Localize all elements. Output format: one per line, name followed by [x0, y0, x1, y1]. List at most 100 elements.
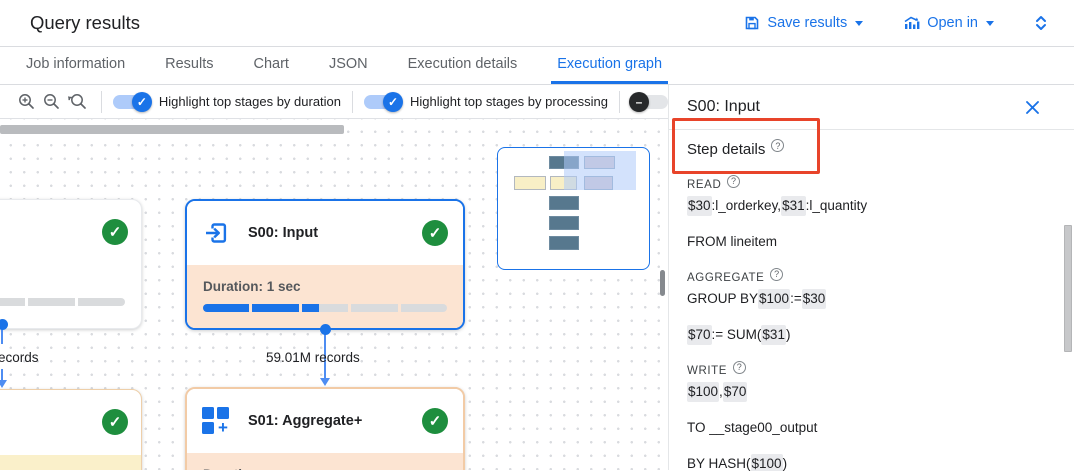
zoom-reset-icon — [68, 94, 87, 109]
step-details-panel: S00: Input Step details ? READ?$30:l_ord… — [668, 85, 1074, 471]
tab-execution-details[interactable]: Execution details — [407, 56, 518, 72]
edge-records-label-cut: ecords — [0, 350, 39, 365]
stage-duration-label: Duration: 1 sec — [203, 279, 301, 294]
execution-graph-canvas[interactable]: ✓ S00: Input ✓ Duration: 1 sec 59.01M re… — [0, 119, 668, 470]
variable-token: $100 — [687, 382, 720, 402]
tab-execution-graph[interactable]: Execution graph — [551, 47, 669, 84]
step-text: GROUP BY — [687, 291, 759, 306]
step-section-text: FROM lineitem — [687, 232, 1054, 252]
open-in-button[interactable]: Open in — [903, 15, 994, 31]
step-text: FROM lineitem — [687, 234, 778, 249]
help-icon[interactable]: ? — [770, 267, 784, 281]
check-icon: ✓ — [131, 91, 152, 112]
results-tabbar: Job information Results Chart JSON Execu… — [0, 47, 1074, 85]
variable-token: $30 — [687, 196, 712, 216]
stage-node-s00[interactable]: S00: Input ✓ Duration: 1 sec — [185, 199, 465, 330]
variable-token: $70 — [687, 325, 712, 345]
graph-vertical-scrollbar[interactable] — [660, 270, 665, 296]
chart-icon — [904, 16, 920, 29]
tab-json[interactable]: JSON — [328, 56, 368, 72]
horizontal-scrollbar[interactable] — [0, 125, 344, 134]
edge-arrowhead — [0, 380, 7, 388]
step-text: ) — [785, 327, 791, 342]
panel-scrollbar[interactable] — [1064, 225, 1072, 352]
step-text: :l_orderkey, — [711, 198, 782, 213]
step-text: ) — [782, 456, 788, 471]
zoom-reset-button[interactable] — [65, 89, 90, 115]
zoom-in-icon — [19, 94, 35, 109]
panel-title: S00: Input — [687, 98, 760, 115]
minimap-node — [549, 196, 579, 210]
step-section-text: BY HASH($100) — [687, 454, 1054, 471]
toolbar-divider — [619, 90, 620, 113]
variable-token: $31 — [761, 325, 786, 345]
success-check-icon: ✓ — [422, 220, 448, 246]
edge-line — [324, 333, 326, 373]
edge-records-label: 59.01M records — [266, 350, 360, 365]
edge-source-dot — [319, 324, 331, 335]
help-icon[interactable]: ? — [733, 360, 747, 374]
toggle-third[interactable]: – — [628, 91, 668, 112]
variable-token: $100 — [758, 289, 791, 309]
edge-line — [1, 369, 3, 380]
save-results-button[interactable]: Save results — [744, 15, 864, 31]
step-text: := SUM( — [711, 327, 762, 342]
tab-job-information[interactable]: Job information — [26, 56, 126, 72]
input-stage-icon — [206, 223, 227, 243]
save-results-label: Save results — [767, 15, 848, 31]
step-text: :l_quantity — [805, 198, 868, 213]
stage-duration-label: Duration: — [203, 467, 447, 470]
step-section-label: WRITE? — [687, 360, 1054, 381]
step-section-text: GROUP BY $100 := $30 — [687, 289, 1054, 309]
stage-progress-bar — [0, 298, 125, 306]
success-check-icon: ✓ — [102, 219, 128, 245]
variable-token: $30 — [801, 289, 827, 309]
open-in-label: Open in — [927, 15, 978, 31]
toggle-processing-label: Highlight top stages by processing — [410, 94, 609, 109]
expand-collapse-button[interactable] — [1034, 14, 1048, 32]
aggregate-stage-icon: + — [202, 407, 230, 436]
edge-source-dot — [0, 319, 8, 330]
minimap-node — [514, 176, 546, 190]
graph-toolbar: ✓ Highlight top stages by duration ✓ Hig… — [0, 85, 668, 119]
unfold-icon — [1036, 16, 1046, 30]
zoom-out-button[interactable] — [39, 89, 64, 115]
step-section-text: $70 := SUM($31) — [687, 325, 1054, 345]
stage-node-s01[interactable]: + S01: Aggregate+ ✓ Duration: — [185, 387, 465, 470]
query-results-header: Query results Save results Open in — [0, 0, 1074, 47]
stage-title: S01: Aggregate+ — [248, 413, 363, 429]
toolbar-divider — [100, 90, 102, 113]
tab-chart[interactable]: Chart — [253, 56, 289, 72]
step-details-label: Step details — [687, 141, 766, 158]
step-section-text: $100, $70 — [687, 382, 1054, 402]
check-icon: ✓ — [383, 91, 403, 112]
toolbar-divider — [352, 90, 353, 113]
success-check-icon: ✓ — [422, 408, 448, 434]
toggle-duration-label: Highlight top stages by duration — [158, 94, 342, 109]
edge-line — [324, 369, 326, 378]
stage-node-partial-top[interactable]: ✓ — [0, 199, 142, 329]
stage-title: S00: Input — [248, 225, 319, 241]
toggle-highlight-processing[interactable]: ✓ — [364, 91, 403, 112]
tab-results[interactable]: Results — [165, 56, 214, 72]
close-panel-button[interactable] — [1020, 95, 1044, 119]
edge-line — [1, 328, 3, 344]
graph-minimap[interactable] — [497, 147, 650, 270]
variable-token: $31 — [781, 196, 806, 216]
zoom-in-button[interactable] — [14, 89, 39, 115]
help-icon[interactable]: ? — [771, 139, 785, 152]
step-text: AGGREGATE — [687, 272, 765, 284]
step-section-label: READ? — [687, 174, 1054, 195]
minimap-viewport[interactable] — [564, 151, 636, 190]
step-section-text: TO __stage00_output — [687, 418, 1054, 438]
stage-duration-section: Duration: 1 sec — [187, 265, 463, 328]
toggle-highlight-duration[interactable]: ✓ — [112, 91, 152, 112]
step-text: BY HASH( — [687, 456, 751, 471]
chevron-down-icon — [986, 20, 994, 26]
edge-arrowhead — [319, 378, 330, 386]
step-details-heading: Step details ? — [687, 139, 1054, 158]
page-title: Query results — [30, 12, 141, 33]
stage-node-partial-bottom[interactable]: ✓ — [0, 389, 142, 470]
help-icon[interactable]: ? — [727, 174, 741, 188]
step-text: , — [719, 384, 723, 399]
